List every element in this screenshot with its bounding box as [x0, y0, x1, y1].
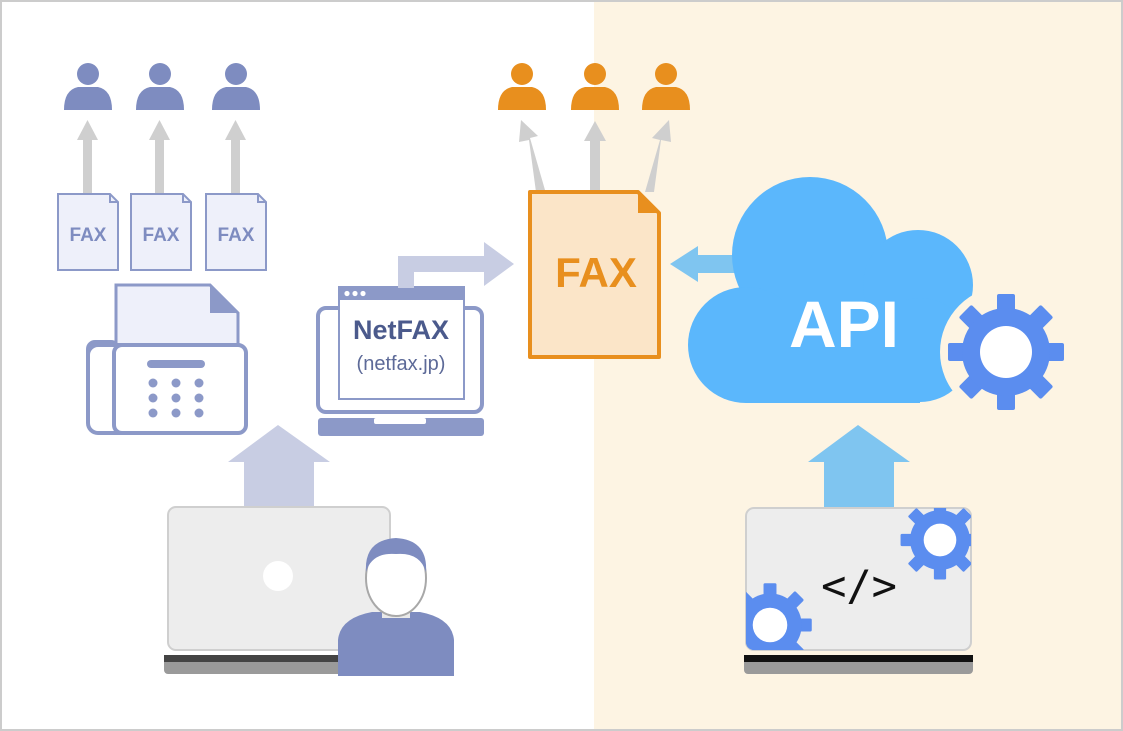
fax-document: FAX — [57, 193, 119, 271]
center-fax-document: FAX — [528, 190, 661, 359]
fax-document-label: FAX — [70, 225, 107, 246]
developer-laptop-icon: </> — [744, 507, 973, 674]
gear-icon — [900, 508, 971, 580]
arrow-right-icon — [398, 242, 514, 288]
person-icon — [338, 538, 454, 676]
arrow-up-icon — [808, 425, 910, 510]
arrow-left-icon — [670, 246, 740, 282]
fax-machine-icon — [86, 283, 248, 435]
netfax-url: (netfax.jp) — [357, 353, 446, 375]
left-fax-documents: FAX FAX FAX — [57, 193, 267, 271]
netfax-browser-window: NetFAX (netfax.jp) — [338, 286, 465, 400]
arrow-up-icon — [149, 120, 170, 195]
left-send-arrows — [77, 120, 246, 195]
arrow-up-left-icon — [519, 120, 545, 192]
netfax-laptop-icon: NetFAX (netfax.jp) — [316, 286, 484, 436]
code-symbol: </> — [821, 561, 897, 610]
fax-document: FAX — [130, 193, 192, 271]
gear-icon — [940, 286, 1072, 418]
arrow-up-icon — [77, 120, 98, 195]
netfax-title: NetFAX — [353, 315, 449, 345]
api-label: API — [789, 287, 899, 361]
center-fax-label: FAX — [555, 249, 637, 296]
arrow-up-icon — [225, 120, 246, 195]
arrow-up-right-icon — [645, 120, 671, 192]
arrow-up-icon — [584, 121, 606, 193]
fax-document: FAX — [205, 193, 267, 271]
fax-document-label: FAX — [218, 225, 255, 246]
arrow-up-icon — [228, 425, 330, 510]
fax-keypad — [148, 378, 204, 418]
fax-document-label: FAX — [143, 225, 180, 246]
gear-icon — [746, 583, 812, 650]
center-send-arrows — [519, 120, 671, 193]
